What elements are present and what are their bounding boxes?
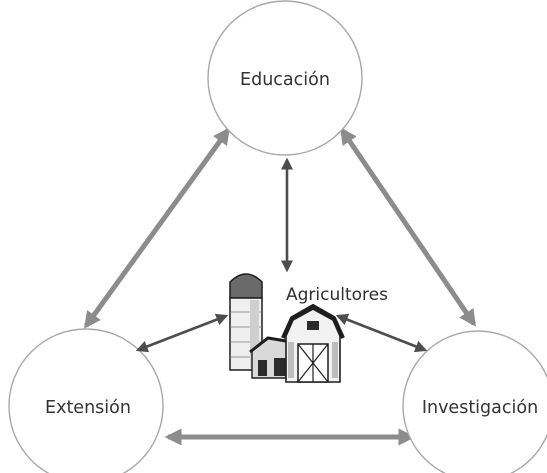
node-circle-educacion bbox=[207, 0, 363, 156]
arrow-investigacion-agricultores bbox=[335, 313, 428, 353]
farm-icon bbox=[229, 273, 345, 383]
node-circle-investigacion bbox=[402, 330, 547, 473]
arrow-educacion-investigacion bbox=[339, 127, 477, 327]
arrow-extension-agricultores bbox=[135, 313, 229, 353]
node-label-agricultores: Agricultores bbox=[286, 285, 388, 305]
node-circle-extension bbox=[8, 328, 164, 473]
arrow-educacion-extension bbox=[83, 127, 231, 329]
node-label-extension: Extensión bbox=[45, 398, 131, 418]
node-label-investigacion: Investigación bbox=[422, 398, 538, 418]
node-label-educacion: Educación bbox=[240, 70, 330, 90]
